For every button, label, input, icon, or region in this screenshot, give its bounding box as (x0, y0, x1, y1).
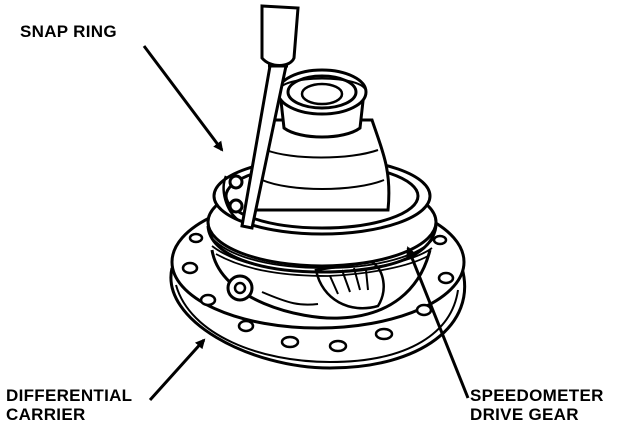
differential-carrier-line2: CARRIER (6, 405, 86, 424)
speedometer-drive-gear-line2: DRIVE GEAR (470, 405, 579, 424)
snap-ring-label: SNAP RING (20, 22, 117, 41)
speedometer-drive-gear-line1: SPEEDOMETER (470, 386, 604, 405)
gear-leader (406, 246, 470, 399)
leader-lines (142, 45, 470, 402)
differential-carrier-label: DIFFERENTIAL CARRIER (6, 386, 132, 424)
carrier-leader (148, 338, 206, 402)
differential-carrier-line1: DIFFERENTIAL (6, 386, 133, 405)
snap-ring-text: SNAP RING (20, 22, 117, 41)
snap-ring-leader (142, 45, 224, 152)
screwdriver (240, 4, 300, 230)
speedometer-drive-gear-label: SPEEDOMETER DRIVE GEAR (470, 386, 604, 424)
flange-bolt-holes (181, 232, 455, 353)
